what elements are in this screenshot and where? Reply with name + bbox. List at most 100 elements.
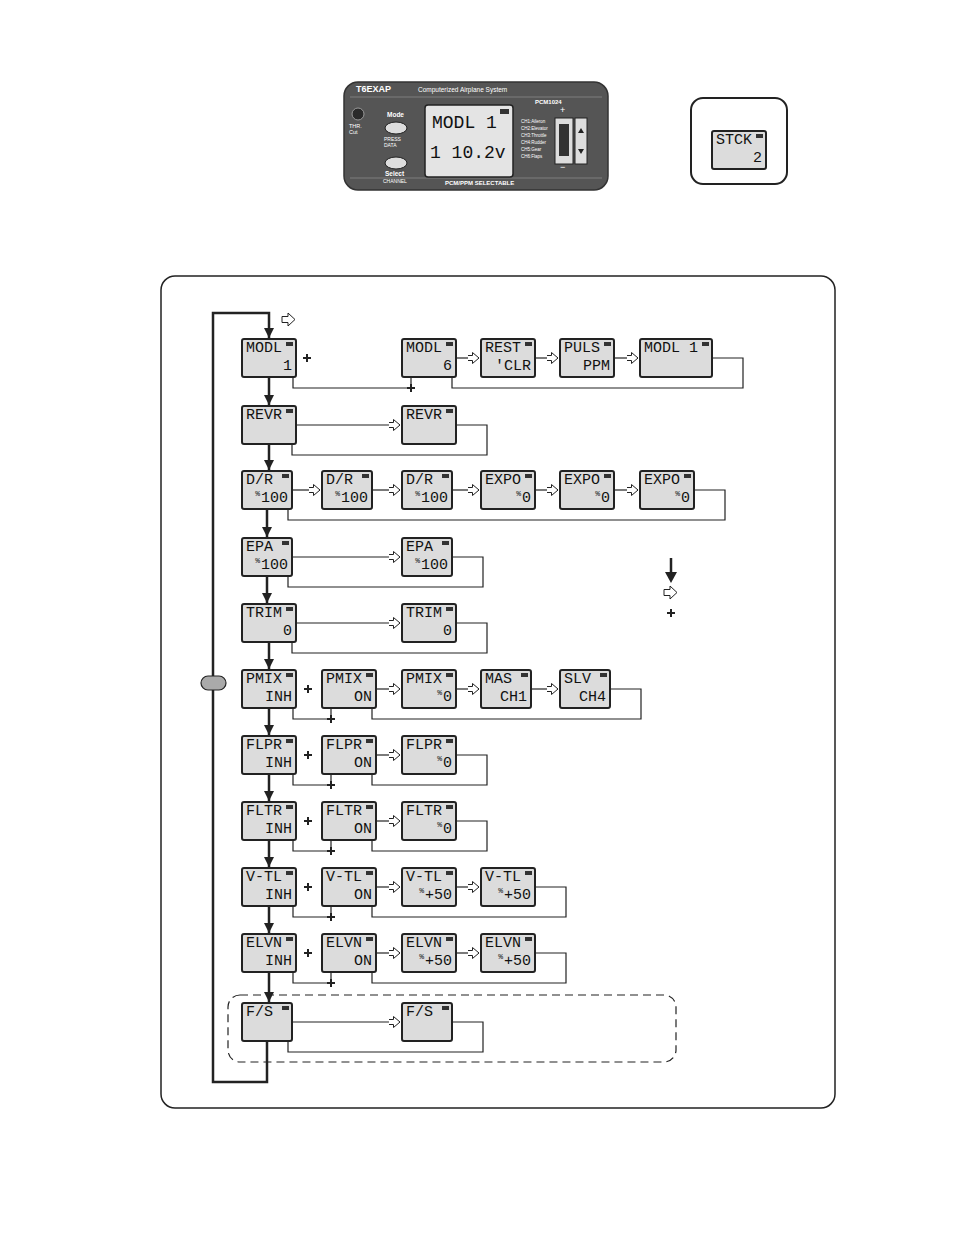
unit-mark: % — [516, 489, 521, 498]
menu-value: 6 — [443, 359, 452, 375]
menu-title: V-TL — [406, 870, 442, 886]
menu-value: 0 — [443, 822, 452, 838]
menu-title: REVR — [246, 408, 282, 424]
lcd-screen: MODL1 — [241, 338, 297, 378]
menu-connector — [293, 489, 320, 490]
menu-title: EXPO — [485, 473, 521, 489]
menu-connector — [377, 688, 400, 689]
lcd-indicator — [446, 871, 453, 875]
menu-connector — [268, 973, 271, 1002]
menu-title: STCK — [716, 133, 752, 149]
value-row: 2 — [716, 151, 762, 167]
menu-value: 1 — [283, 359, 292, 375]
unit-mark: % — [437, 820, 442, 829]
panel-label: 1 10.2v — [430, 144, 506, 164]
lcd-screen: EXPO%0 — [639, 470, 695, 510]
panel-label: Computerized Airplane System — [418, 86, 507, 93]
value-row: %0 — [406, 756, 452, 772]
menu-value: 100 — [421, 558, 448, 574]
menu-title: ELVN — [485, 936, 521, 952]
lcd-screen: EPA%100 — [241, 537, 293, 577]
select-button — [385, 157, 407, 169]
menu-value: ON — [354, 756, 372, 772]
menu-connector — [457, 688, 479, 689]
menu-title: ELVN — [406, 936, 442, 952]
unit-mark: % — [255, 489, 260, 498]
unit-mark: % — [498, 886, 503, 895]
trim-switch-frame — [555, 118, 573, 164]
value-row: %+50 — [485, 954, 531, 970]
menu-title: FLPR — [406, 738, 442, 754]
lcd-indicator — [286, 937, 293, 941]
lcd-screen: EPA%100 — [401, 537, 453, 577]
value-row: %100 — [246, 558, 288, 574]
menu-connector — [268, 643, 271, 669]
value-row: %100 — [326, 491, 368, 507]
menu-title: REST — [485, 341, 521, 357]
menu-value: ON — [354, 690, 372, 706]
menu-connector — [453, 489, 479, 490]
menu-value: PPM — [583, 359, 610, 375]
menu-connector — [268, 709, 271, 735]
menu-connector — [457, 886, 479, 887]
menu-title: V-TL — [246, 870, 282, 886]
menu-value: 0 — [443, 690, 452, 706]
hollow-arrow-symbol — [282, 313, 295, 326]
menu-value: ON — [354, 888, 372, 904]
panel-label: CH2:Elevator — [521, 127, 548, 132]
menu-connector — [288, 557, 483, 587]
lcd-indicator — [286, 739, 293, 743]
transmitter-body — [344, 82, 608, 190]
menu-title: MODL — [246, 341, 282, 357]
lcd-indicator — [286, 409, 293, 413]
panel-line — [350, 97, 602, 98]
panel-label: CHANNEL — [383, 179, 407, 185]
panel-label: CH6:Flaps — [521, 155, 542, 160]
panel-label: T6EXAP — [356, 85, 391, 95]
menu-connector — [268, 841, 271, 867]
lcd-screen: EXPO%0 — [559, 470, 615, 510]
lcd-indicator — [282, 1006, 289, 1010]
value-row: ON — [326, 954, 372, 970]
mode-button — [385, 122, 407, 134]
menu-value: 100 — [341, 491, 368, 507]
value-row: 'CLR — [485, 359, 531, 375]
value-row: 0 — [406, 624, 452, 640]
menu-connector — [615, 357, 638, 358]
menu-title: EXPO — [644, 473, 680, 489]
lcd-screen: REVR — [401, 405, 457, 445]
menu-title: FLTR — [406, 804, 442, 820]
menu-title: MODL — [406, 341, 442, 357]
lcd-indicator — [684, 474, 691, 478]
menu-value: INH — [265, 690, 292, 706]
value-row: %0 — [564, 491, 610, 507]
unit-mark: % — [437, 688, 442, 697]
menu-title: SLV — [564, 672, 591, 688]
unit-mark: % — [335, 489, 340, 498]
menu-title: TRIM — [246, 606, 282, 622]
legend-symbols — [664, 558, 677, 617]
menu-title: D/R — [246, 473, 273, 489]
lcd-screen: V-TL%+50 — [401, 867, 457, 907]
menu-title: PMIX — [406, 672, 442, 688]
menu-value: 0 — [601, 491, 610, 507]
lcd-indicator — [500, 109, 509, 114]
lcd-screen: FLTR%0 — [401, 801, 457, 841]
lcd-indicator — [362, 474, 369, 478]
lcd-screen: F/S — [241, 1002, 293, 1042]
unit-mark: % — [419, 952, 424, 961]
lcd-screen: D/R%100 — [241, 470, 293, 510]
menu-title: PULS — [564, 341, 600, 357]
unit-mark: % — [255, 556, 260, 565]
menu-title: V-TL — [326, 870, 362, 886]
menu-connector — [293, 973, 331, 983]
lcd-indicator — [525, 937, 532, 941]
menu-title: PMIX — [246, 672, 282, 688]
lcd-indicator — [446, 607, 453, 611]
panel-label: PCM1024 — [535, 99, 562, 106]
menu-title: F/S — [246, 1005, 273, 1021]
lcd-screen: MASCH1 — [480, 669, 532, 709]
lcd-screen: FLPRON — [321, 735, 377, 775]
menu-value: +50 — [425, 888, 452, 904]
lcd-screen: STCK 2 — [711, 130, 767, 170]
